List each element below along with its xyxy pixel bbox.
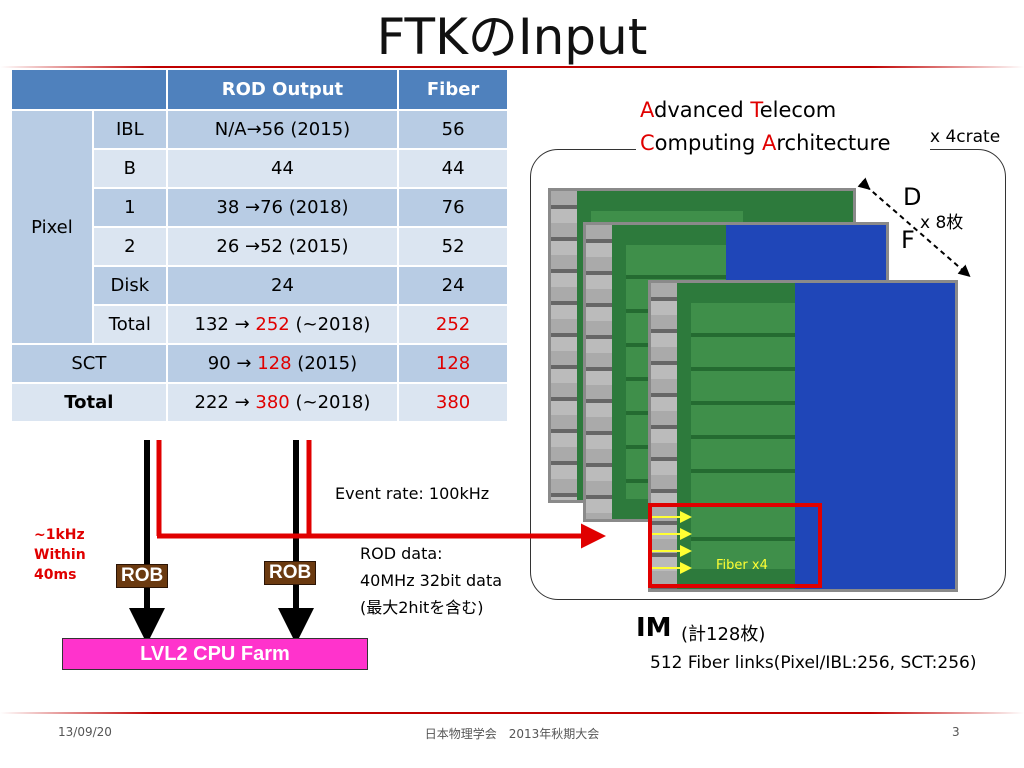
row-rod-output: 222 → 380 (~2018) bbox=[165, 382, 400, 423]
footer-conference: 日本物理学会 2013年秋期大会 bbox=[424, 727, 600, 741]
row-fiber: 56 bbox=[397, 109, 509, 150]
im-fiber-links: 512 Fiber links(Pixel/IBL:256, SCT:256) bbox=[650, 653, 977, 673]
atca-letter: C bbox=[640, 131, 655, 155]
title-divider bbox=[0, 66, 1024, 68]
slide-title: FTKのInput bbox=[376, 8, 648, 66]
row-name: SCT bbox=[10, 343, 168, 384]
rod-data-line: 40MHz 32bit data bbox=[360, 571, 503, 590]
rod-highlight: 128 bbox=[257, 353, 292, 374]
rod-data-line: (最大2hitを含む) bbox=[360, 598, 484, 617]
ftk-input-table: ROD Output Fiber Pixel IBL N/A→56 (2015)… bbox=[10, 68, 509, 423]
pixel-group-label: Pixel bbox=[10, 109, 94, 345]
table-header-blank bbox=[10, 68, 168, 111]
table-header-fiber: Fiber bbox=[397, 68, 509, 111]
row-fiber: 52 bbox=[397, 226, 509, 267]
row-name: 1 bbox=[91, 187, 168, 228]
rob-box-right: ROB bbox=[264, 561, 317, 585]
footer-divider bbox=[0, 712, 1024, 714]
rod-data-line: ROD data: bbox=[360, 544, 443, 563]
row-rod-output: N/A→56 (2015) bbox=[165, 109, 400, 150]
rod-after: (~2018) bbox=[289, 392, 371, 413]
fiber-count-label: Fiber x4 bbox=[716, 558, 768, 573]
row-name: Disk bbox=[91, 265, 168, 306]
event-rate-label: Event rate: 100kHz bbox=[335, 484, 490, 503]
table-row-sct: SCT 90 → 128 (2015) 128 bbox=[10, 343, 509, 384]
table-row: Disk 24 24 bbox=[11, 265, 509, 306]
row-fiber: 24 bbox=[397, 265, 509, 306]
table-row-total: Total 222 → 380 (~2018) 380 bbox=[10, 382, 509, 423]
board-rail bbox=[586, 225, 612, 519]
rod-before: 132 → bbox=[194, 314, 256, 335]
board-rail bbox=[551, 191, 577, 500]
atca-letter: T bbox=[750, 98, 760, 122]
row-fiber: 252 bbox=[397, 304, 509, 345]
atca-line-2: Computing Architecture bbox=[640, 127, 930, 160]
atca-word: dvanced bbox=[654, 98, 751, 122]
lvl1-rate-note: ~1kHz Within 40ms bbox=[34, 525, 86, 585]
row-rod-output: 24 bbox=[165, 265, 400, 306]
im-highlight-box bbox=[648, 503, 822, 588]
rate-note-line: Within bbox=[34, 547, 86, 563]
row-rod-output: 38 →76 (2018) bbox=[165, 187, 400, 228]
table-row: 1 38 →76 (2018) 76 bbox=[11, 187, 509, 228]
row-rod-output: 44 bbox=[165, 148, 400, 189]
table-row: B 44 44 bbox=[11, 148, 509, 189]
row-name: Total bbox=[10, 382, 168, 423]
row-rod-output: 132 → 252 (~2018) bbox=[165, 304, 400, 345]
rob-box-left: ROB bbox=[116, 564, 169, 588]
df-board-front bbox=[648, 280, 958, 592]
footer-date: 13/09/20 bbox=[58, 725, 112, 739]
table-header-row: ROD Output Fiber bbox=[10, 68, 509, 111]
rod-before: 90 → bbox=[207, 353, 258, 374]
row-name: B bbox=[91, 148, 168, 189]
row-fiber: 128 bbox=[397, 343, 509, 384]
atca-letter: A bbox=[762, 131, 777, 155]
atca-word: omputing bbox=[654, 131, 762, 155]
rod-before: 222 → bbox=[194, 392, 256, 413]
atca-word: rchitecture bbox=[776, 131, 891, 155]
atca-line-1: Advanced Telecom bbox=[640, 94, 930, 127]
row-name: Total bbox=[91, 304, 168, 345]
row-name: IBL bbox=[91, 109, 168, 150]
rod-data-label: ROD data: 40MHz 32bit data (最大2hitを含む) bbox=[360, 540, 502, 621]
row-rod-output: 26 →52 (2015) bbox=[165, 226, 400, 267]
atca-word: elecom bbox=[759, 98, 837, 122]
row-rod-output: 90 → 128 (2015) bbox=[165, 343, 400, 384]
row-fiber: 76 bbox=[397, 187, 509, 228]
rate-note-line: 40ms bbox=[34, 567, 77, 583]
atca-letter: A bbox=[640, 98, 654, 122]
table-row-pixel-total: Total 132 → 252 (~2018) 252 bbox=[11, 304, 509, 345]
lvl2-cpu-farm: LVL2 CPU Farm bbox=[62, 638, 368, 670]
im-count: (計128枚) bbox=[681, 624, 766, 645]
rod-after: (~2018) bbox=[289, 314, 371, 335]
crate-count: x 4crate bbox=[930, 127, 1001, 147]
table-header-rod-output: ROD Output bbox=[165, 68, 400, 111]
rate-note-line: ~1kHz bbox=[34, 527, 85, 543]
table-row: Pixel IBL N/A→56 (2015) 56 bbox=[10, 109, 509, 345]
row-name: 2 bbox=[91, 226, 168, 267]
board-rail bbox=[651, 283, 677, 589]
atca-label: Advanced Telecom Computing Architecture bbox=[636, 94, 930, 160]
im-title: IM bbox=[636, 613, 672, 643]
rod-after: (2015) bbox=[291, 353, 358, 374]
row-fiber: 380 bbox=[397, 382, 509, 423]
df-stack-arrow bbox=[857, 177, 971, 277]
rod-highlight: 380 bbox=[255, 392, 290, 413]
rod-highlight: 252 bbox=[255, 314, 290, 335]
footer-page-number: 3 bbox=[952, 725, 960, 739]
table-row: 2 26 →52 (2015) 52 bbox=[11, 226, 509, 267]
row-fiber: 44 bbox=[397, 148, 509, 189]
